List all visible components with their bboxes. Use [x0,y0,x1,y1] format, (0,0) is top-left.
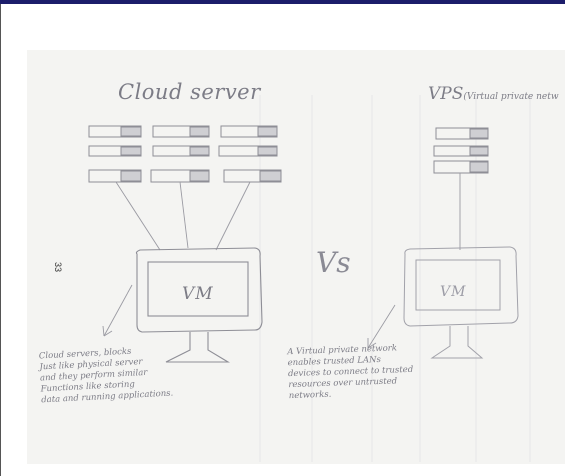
page-number: 33 [53,262,63,273]
cloud-server-heading: Cloud server [118,80,261,104]
left-server-racks [88,125,282,183]
left-border-line [0,4,1,476]
top-border-line [0,0,565,4]
right-monitor [403,246,519,359]
vps-heading-main: VPS [428,84,464,104]
right-vm-label: VM [440,284,467,300]
vps-heading: VPS(Virtual private netw [428,84,565,104]
left-vm-label: VM [182,284,214,304]
cloud-server-note: Cloud servers, blocks Just like physical… [39,345,174,407]
connection-lines [115,173,461,251]
vps-note: A Virtual private network enables truste… [287,343,414,402]
left-monitor [135,247,263,363]
paper-sheet [27,50,565,464]
right-server-racks [433,127,489,174]
versus-label: Vs [316,246,351,279]
vps-heading-paren: (Virtual private netw [463,92,559,102]
note-arrows [102,284,396,349]
